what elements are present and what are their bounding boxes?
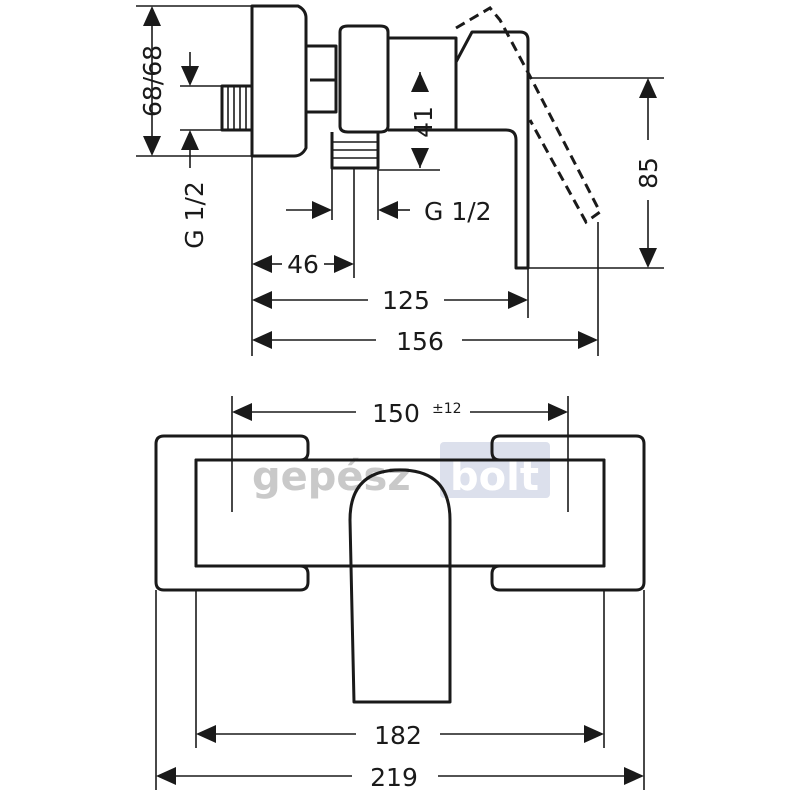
mixer-lever-front	[348, 468, 452, 704]
dim-182-label: 182	[374, 721, 422, 750]
left-rosette	[154, 434, 310, 592]
dim-41-label: 41	[409, 106, 438, 138]
dim-150-tolerance: ±12	[432, 401, 462, 417]
dim-85-label: 85	[634, 157, 663, 189]
valve-body	[338, 24, 390, 134]
dim-g-half-left-label: G 1/2	[180, 181, 209, 249]
wall-flange	[250, 4, 308, 158]
watermark-logo: gepész bolt	[252, 442, 550, 500]
dim-150-label: 150	[372, 399, 420, 428]
watermark-text-bolt: bolt	[450, 454, 539, 500]
left-thread-connector	[220, 84, 252, 132]
dim-156-label: 156	[396, 327, 444, 356]
dim-46-label: 46	[287, 250, 319, 279]
dim-125-label: 125	[382, 286, 430, 315]
side-view: 68/68 G 1/2 41 85 G 1/2	[136, 4, 664, 356]
lever-alt-position	[455, 6, 602, 225]
mixer-body-bar	[194, 458, 606, 568]
watermark-text-gepesz: gepész	[252, 454, 411, 500]
mixer-lever	[454, 30, 530, 270]
dim-68-68-label: 68/68	[138, 45, 167, 117]
front-view: 150 ±12 182 219	[154, 396, 646, 792]
dim-219-label: 219	[370, 763, 418, 792]
dim-g-half-right-label: G 1/2	[424, 197, 492, 226]
right-rosette	[490, 434, 646, 592]
